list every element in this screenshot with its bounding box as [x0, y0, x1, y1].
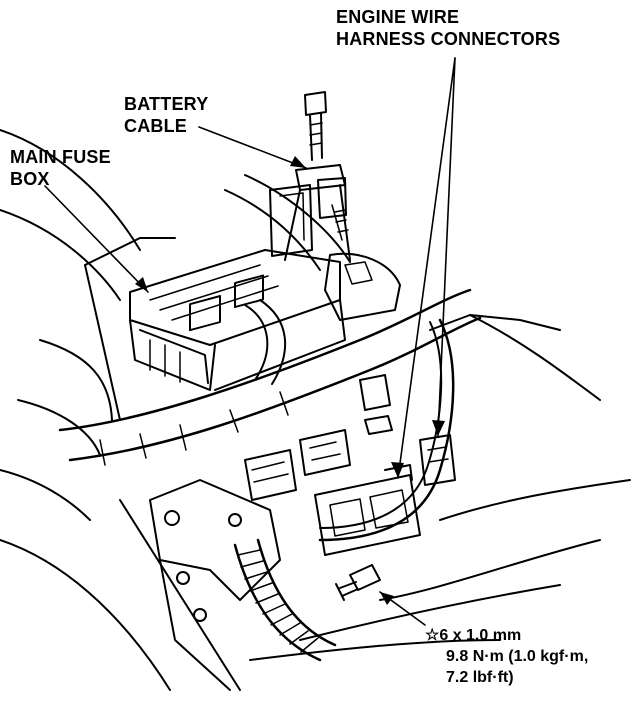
torque-line1: 9.8 N·m (1.0 kgf·m,: [446, 648, 589, 665]
battery-cable-label-line1: BATTERY: [124, 94, 209, 114]
star-icon: ☆: [425, 627, 440, 644]
engine-wire-label-line2: HARNESS CONNECTORS: [336, 29, 561, 49]
battery-cable-label-line2: CABLE: [124, 116, 187, 136]
body-panels: [0, 129, 631, 691]
main-fuse-label-line2: BOX: [10, 169, 50, 189]
main-fuse-label-line1: MAIN FUSE: [10, 147, 111, 167]
mounting-bracket: [149, 479, 281, 691]
corrugated-conduit: [233, 538, 337, 662]
main-fuse-box-label: MAIN FUSE BOX: [10, 146, 111, 190]
engine-wire-harness-connector-upper: [419, 434, 456, 486]
bolt-size-line: ☆6 x 1.0 mm: [425, 625, 588, 646]
torque-line2: 7.2 lbf·ft): [446, 669, 514, 686]
mounting-bolt: [335, 564, 381, 601]
bolt-spec-label: ☆6 x 1.0 mm 9.8 N·m (1.0 kgf·m, 7.2 lbf·…: [425, 625, 588, 688]
engine-wire-harness-label: ENGINE WIRE HARNESS CONNECTORS: [336, 6, 560, 50]
engine-wire-harness-connector-lower: [314, 464, 421, 556]
wire-harness-loom: [58, 252, 482, 542]
leader-lines: [44, 57, 456, 626]
bolt-size: 6 x 1.0 mm: [439, 627, 522, 644]
leader-arrowheads: [135, 156, 445, 605]
engine-wire-label-line1: ENGINE WIRE: [336, 7, 460, 27]
misc-connectors: [244, 374, 393, 501]
battery-cable: [284, 91, 351, 261]
battery-cable-label: BATTERY CABLE: [124, 93, 208, 137]
